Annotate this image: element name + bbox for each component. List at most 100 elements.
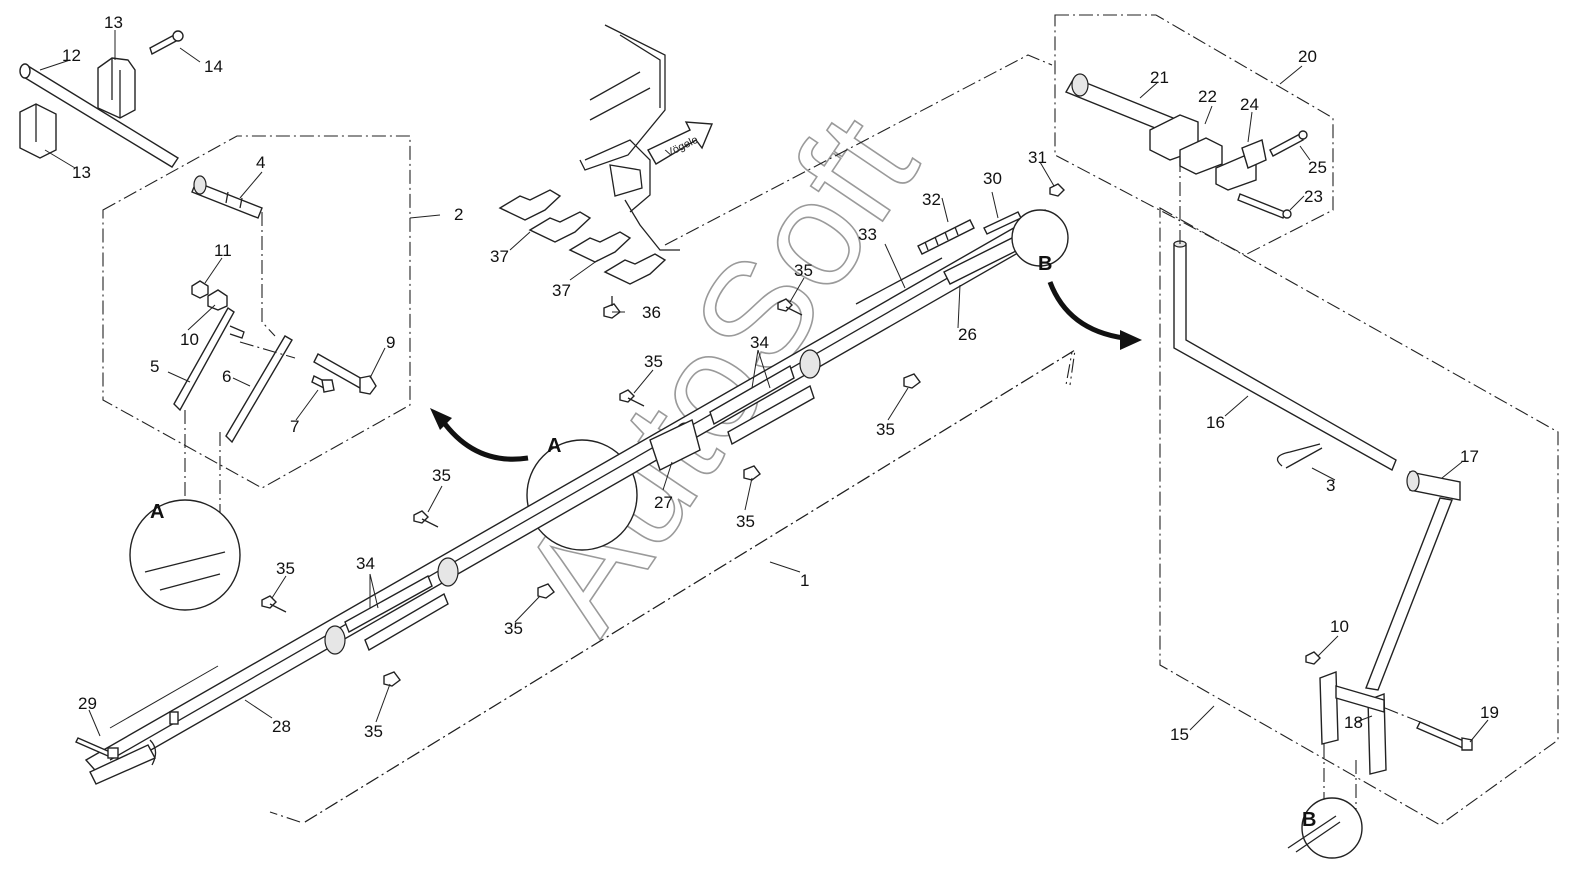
part-17-lever bbox=[1365, 470, 1461, 691]
part-37-brackets bbox=[498, 189, 667, 285]
part-28-end bbox=[89, 711, 179, 785]
callout-5: 5 bbox=[150, 357, 159, 376]
part-14-bolt bbox=[149, 30, 184, 56]
callout-35-e: 35 bbox=[876, 420, 895, 439]
callout-24: 24 bbox=[1240, 95, 1259, 114]
callout-26: 26 bbox=[958, 325, 977, 344]
part-25-bolt bbox=[1269, 130, 1308, 157]
callout-10-right: 10 bbox=[1330, 617, 1349, 636]
part-12-tube bbox=[19, 63, 179, 168]
assembly-1-outline bbox=[269, 54, 1073, 823]
callout-17: 17 bbox=[1460, 447, 1479, 466]
part-19-bolt bbox=[1416, 721, 1473, 751]
part-10-nut-right bbox=[1305, 651, 1321, 665]
paver-machine-outline bbox=[579, 24, 680, 251]
callout-37-top: 37 bbox=[490, 247, 509, 266]
detail-a-center-label: A bbox=[547, 435, 561, 457]
part-34-plates-right bbox=[709, 364, 815, 446]
callout-1: 1 bbox=[800, 571, 809, 590]
part-7-bolt bbox=[311, 375, 335, 393]
callout-34-right: 34 bbox=[750, 333, 769, 352]
callout-35-c: 35 bbox=[504, 619, 523, 638]
detail-a-arrow bbox=[430, 408, 529, 462]
main-shaft bbox=[84, 209, 1059, 779]
callout-labels: 12 13 14 13 4 2 11 10 5 6 9 7 1 35 35 35… bbox=[62, 13, 1499, 744]
sub15-guide-lines bbox=[1179, 158, 1421, 830]
part-13-clamp-upper bbox=[97, 57, 136, 119]
callout-13-top: 13 bbox=[104, 13, 123, 32]
callout-35-g: 35 bbox=[364, 722, 383, 741]
callout-35-d: 35 bbox=[736, 512, 755, 531]
callout-9: 9 bbox=[386, 333, 395, 352]
subassembly-20-boundary bbox=[1054, 14, 1334, 256]
callout-36: 36 bbox=[642, 303, 661, 322]
sub2-guide-lines bbox=[184, 212, 296, 550]
callout-3: 3 bbox=[1326, 476, 1335, 495]
callout-27: 27 bbox=[654, 493, 673, 512]
callout-32: 32 bbox=[922, 190, 941, 209]
callout-28: 28 bbox=[272, 717, 291, 736]
detail-a-label: A bbox=[150, 501, 164, 523]
callout-7: 7 bbox=[290, 417, 299, 436]
subassembly-15-boundary bbox=[1159, 207, 1559, 826]
detail-b-arrow bbox=[1047, 281, 1142, 350]
part-29-pin bbox=[75, 737, 119, 759]
part-4-tube bbox=[191, 175, 263, 219]
part-22-clamp bbox=[1149, 114, 1223, 175]
part-9-bolt bbox=[313, 353, 377, 395]
callout-25: 25 bbox=[1308, 158, 1327, 177]
callout-4: 4 bbox=[256, 153, 265, 172]
callout-19: 19 bbox=[1480, 703, 1499, 722]
callout-37-bottom: 37 bbox=[552, 281, 571, 300]
part-3-pin bbox=[1276, 443, 1323, 469]
callout-21: 21 bbox=[1150, 68, 1169, 87]
callout-20: 20 bbox=[1298, 47, 1317, 66]
shaft-joints bbox=[324, 349, 821, 655]
callout-33: 33 bbox=[858, 225, 877, 244]
part-36-bolt bbox=[603, 296, 621, 319]
part-24-clamp bbox=[1215, 139, 1267, 191]
detail-a-circle: A bbox=[129, 499, 241, 611]
callout-22: 22 bbox=[1198, 87, 1217, 106]
watermark: AutoSoft bbox=[487, 87, 948, 658]
detail-b-circle-top: B bbox=[1011, 209, 1069, 275]
part-35-bolts bbox=[261, 298, 921, 687]
part-5-plate bbox=[173, 306, 245, 412]
part-18-brackets bbox=[1319, 671, 1387, 775]
part-6-plate bbox=[225, 335, 293, 444]
part-32-spring bbox=[917, 219, 975, 255]
callout-14: 14 bbox=[204, 57, 223, 76]
subassembly-2-boundary bbox=[102, 135, 411, 489]
part-10-nut bbox=[207, 289, 228, 311]
callout-35-a: 35 bbox=[432, 466, 451, 485]
callout-18: 18 bbox=[1344, 713, 1363, 732]
callout-12: 12 bbox=[62, 46, 81, 65]
callout-10-left: 10 bbox=[180, 330, 199, 349]
part-33-rod bbox=[855, 257, 943, 305]
callout-6: 6 bbox=[222, 367, 231, 386]
detail-b-bottom-label: B bbox=[1302, 809, 1316, 831]
detail-b-circle-bottom: B bbox=[1287, 797, 1363, 859]
callout-29: 29 bbox=[78, 694, 97, 713]
part-28-wire bbox=[109, 665, 219, 729]
callout-35-f: 35 bbox=[276, 559, 295, 578]
detail-b-top-label: B bbox=[1038, 253, 1052, 275]
callout-35-b: 35 bbox=[644, 352, 663, 371]
callout-34-left: 34 bbox=[356, 554, 375, 573]
part-13-clamp-lower bbox=[19, 103, 57, 159]
callout-35-h: 35 bbox=[794, 261, 813, 280]
part-34-plates-left bbox=[344, 575, 449, 652]
callout-23: 23 bbox=[1304, 187, 1323, 206]
part-31-nut bbox=[1049, 183, 1065, 197]
callout-30: 30 bbox=[983, 169, 1002, 188]
part-11-nut bbox=[191, 280, 209, 299]
brand-arrow: Vögele bbox=[647, 121, 714, 165]
part-16-frame bbox=[1173, 240, 1397, 472]
callout-13-bottom: 13 bbox=[72, 163, 91, 182]
callout-11: 11 bbox=[214, 241, 232, 260]
callout-31: 31 bbox=[1028, 148, 1047, 167]
part-23-bolt bbox=[1237, 193, 1292, 219]
callout-15: 15 bbox=[1170, 725, 1189, 744]
leader-lines bbox=[39, 30, 1489, 743]
